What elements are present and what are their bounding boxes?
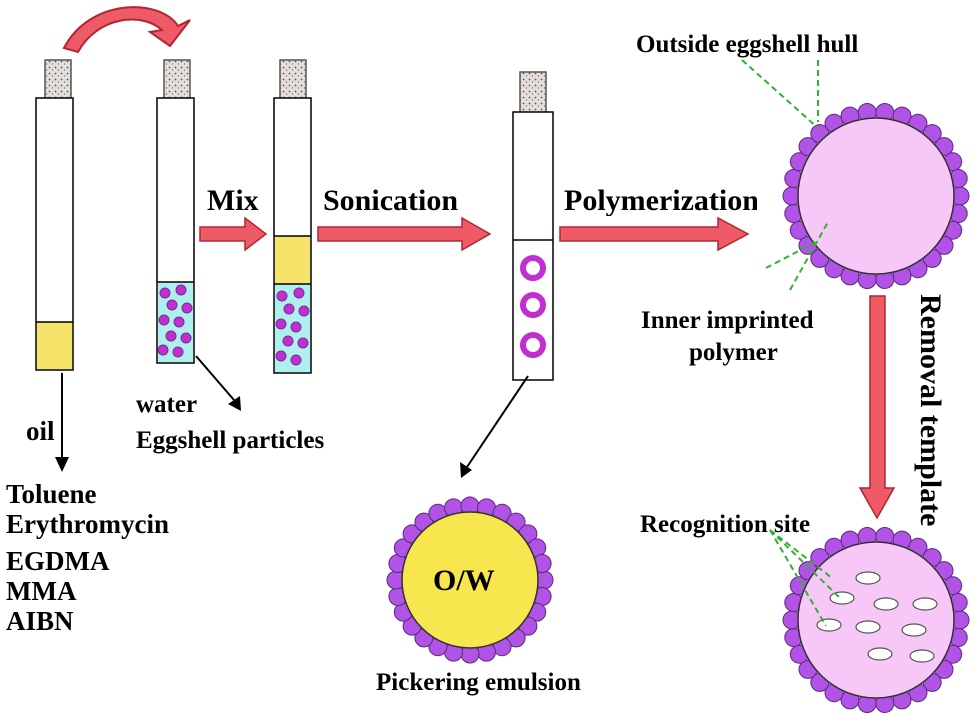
tube-oil: [35, 59, 74, 371]
eggshell-particles-tube2: [157, 284, 193, 358]
oil-pointer-arrowhead: [55, 457, 69, 472]
pickering-emulsion-label: Pickering emulsion: [376, 669, 581, 696]
particles-pointer-arrow: [195, 355, 235, 401]
eggshell-particles-tube3: [275, 287, 310, 366]
removal-arrow: [858, 295, 896, 520]
mixed-oil-layer: [275, 236, 310, 284]
emulsion-droplets: [520, 255, 546, 358]
recognition-site-label: Recognition site: [640, 511, 811, 538]
polymerization-arrow: [559, 216, 750, 252]
emulsion-center-label: O/W: [433, 564, 495, 597]
mix-arrow: [199, 216, 268, 252]
recognition-cavities: [816, 571, 938, 663]
eggshell-particles-label: Eggshell particles: [136, 427, 325, 454]
imprinted-particle: [782, 103, 970, 289]
oil-component-erythromycin: Erythromycin: [6, 509, 169, 539]
sonication-label: Sonication: [323, 184, 459, 217]
transfer-curved-arrow: [62, 6, 191, 54]
inner-imprinted-label-line1: Inner imprinted: [641, 307, 814, 334]
tube-mixed: [273, 59, 312, 374]
oil-component-aibn: AIBN: [6, 606, 74, 636]
mix-label: Mix: [207, 184, 259, 217]
oil-layer: [37, 322, 72, 369]
pickering-emulsion-droplet: [386, 496, 554, 664]
emulsion-pointer-arrow: [464, 375, 529, 471]
water-label: water: [136, 391, 198, 418]
inner-imprinted-label-line2: polymer: [689, 339, 778, 366]
removal-template-label: Removal template: [914, 294, 947, 527]
outside-eggshell-hull-label: Outside eggshell hull: [636, 31, 859, 58]
leader-lines: [741, 59, 841, 627]
polymerization-label: Polymerization: [564, 186, 757, 216]
tube-water: [156, 59, 195, 364]
particles-pointer-arrowhead: [228, 396, 241, 411]
template-removed-particle: [782, 527, 970, 713]
emulsion-pointer-arrowhead: [460, 462, 472, 478]
tube-emulsion: [512, 71, 554, 381]
oil-component-toluene: Toluene: [6, 479, 97, 509]
oil-label: oil: [26, 416, 55, 446]
oil-component-mma: MMA: [6, 576, 77, 606]
sonication-arrow: [317, 216, 492, 252]
oil-component-egdma: EGDMA: [6, 546, 110, 576]
